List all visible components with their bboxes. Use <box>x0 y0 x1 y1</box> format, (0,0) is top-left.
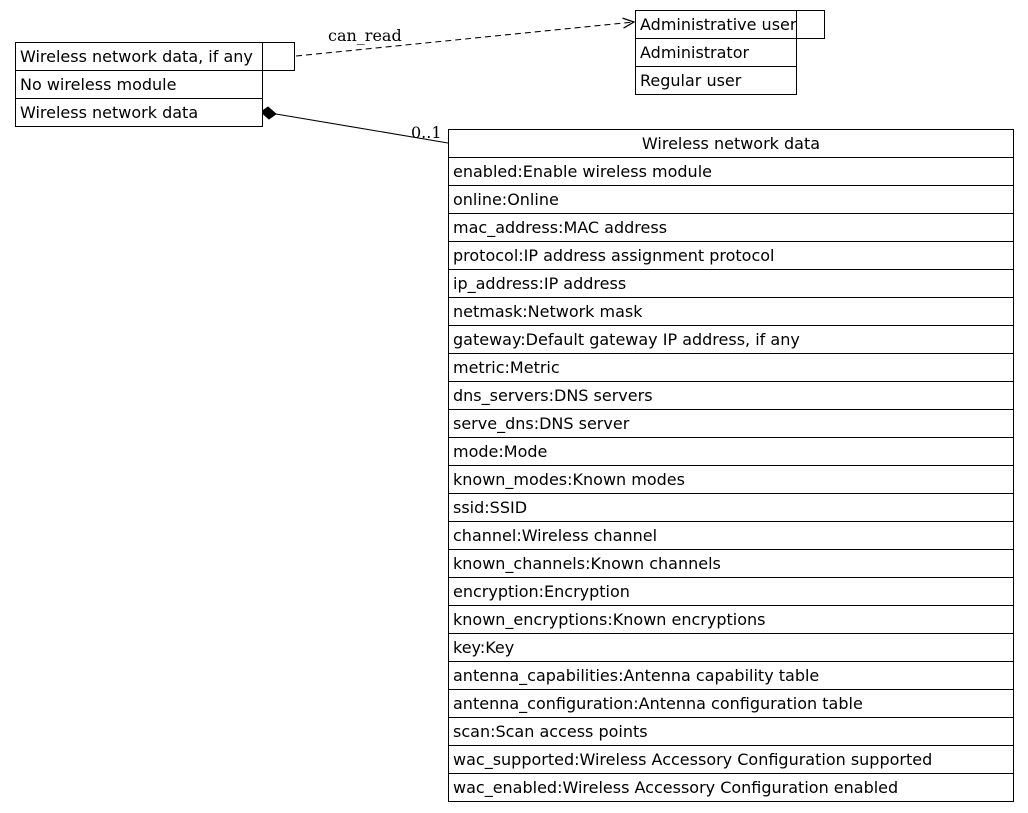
field-row-netmask: netmask:Network mask <box>449 298 1013 326</box>
field-row-ssid: ssid:SSID <box>449 494 1013 522</box>
field-row-mode: mode:Mode <box>449 438 1013 466</box>
can-read-label: can_read <box>328 26 402 45</box>
field-row-known-encryptions: known_encryptions:Known encryptions <box>449 606 1013 634</box>
composition-edge <box>275 113 449 144</box>
field-row-key: key:Key <box>449 634 1013 662</box>
field-row-gateway: gateway:Default gateway IP address, if a… <box>449 326 1013 354</box>
wireless-network-data-node: Wireless network data enabled:Enable wir… <box>448 129 1014 802</box>
composition-diamond <box>260 106 277 120</box>
field-row-scan: scan:Scan access points <box>449 718 1013 746</box>
field-row-wac-enabled: wac_enabled:Wireless Accessory Configura… <box>449 774 1013 802</box>
role-regular-user: Regular user <box>636 67 796 95</box>
field-row-known-channels: known_channels:Known channels <box>449 550 1013 578</box>
field-row-dns-servers: dns_servers:DNS servers <box>449 382 1013 410</box>
field-row-encryption: encryption:Encryption <box>449 578 1013 606</box>
roles-node: Administrative user Administrator Regula… <box>635 10 825 95</box>
field-row-metric: metric:Metric <box>449 354 1013 382</box>
field-row-serve-dns: serve_dns:DNS server <box>449 410 1013 438</box>
field-row-online: online:Online <box>449 186 1013 214</box>
source-row-optional: Wireless network data, if any <box>15 42 295 71</box>
node-title: Wireless network data <box>449 130 1013 158</box>
field-row-antenna-configuration: antenna_configuration:Antenna configurat… <box>449 690 1013 718</box>
field-row-protocol: protocol:IP address assignment protocol <box>449 242 1013 270</box>
role-administrative-user: Administrative user <box>635 10 825 39</box>
field-row-antenna-capabilities: antenna_capabilities:Antenna capability … <box>449 662 1013 690</box>
field-row-known-modes: known_modes:Known modes <box>449 466 1013 494</box>
source-row-wireless-data: Wireless network data <box>16 99 262 127</box>
field-row-mac-address: mac_address:MAC address <box>449 214 1013 242</box>
source-row-no-module: No wireless module <box>16 71 262 99</box>
source-node: Wireless network data, if any No wireles… <box>15 42 295 127</box>
field-row-enabled: enabled:Enable wireless module <box>449 158 1013 186</box>
field-row-ip-address: ip_address:IP address <box>449 270 1013 298</box>
field-row-wac-supported: wac_supported:Wireless Accessory Configu… <box>449 746 1013 774</box>
role-administrator: Administrator <box>636 39 796 67</box>
can-read-edge <box>295 17 636 57</box>
multiplicity-label: 0..1 <box>411 123 442 142</box>
field-row-channel: channel:Wireless channel <box>449 522 1013 550</box>
